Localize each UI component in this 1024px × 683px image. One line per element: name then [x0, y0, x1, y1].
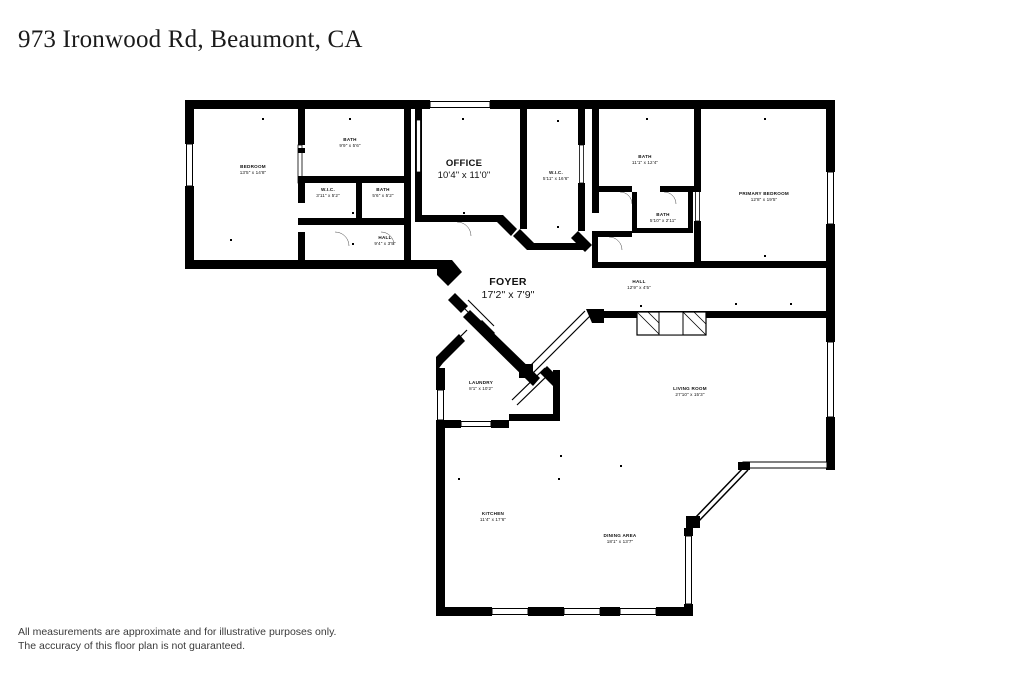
door-swings: [334, 191, 677, 251]
disclaimer-line-1: All measurements are approximate and for…: [18, 626, 337, 638]
interior-walls: [297, 109, 835, 421]
disclaimer: All measurements are approximate and for…: [18, 625, 336, 653]
wall-tick-marks: [230, 118, 792, 480]
page-title: 973 Ironwood Rd, Beaumont, CA: [18, 26, 363, 53]
disclaimer-line-2: The accuracy of this floor plan is not g…: [18, 640, 246, 652]
staircase: [636, 311, 707, 336]
